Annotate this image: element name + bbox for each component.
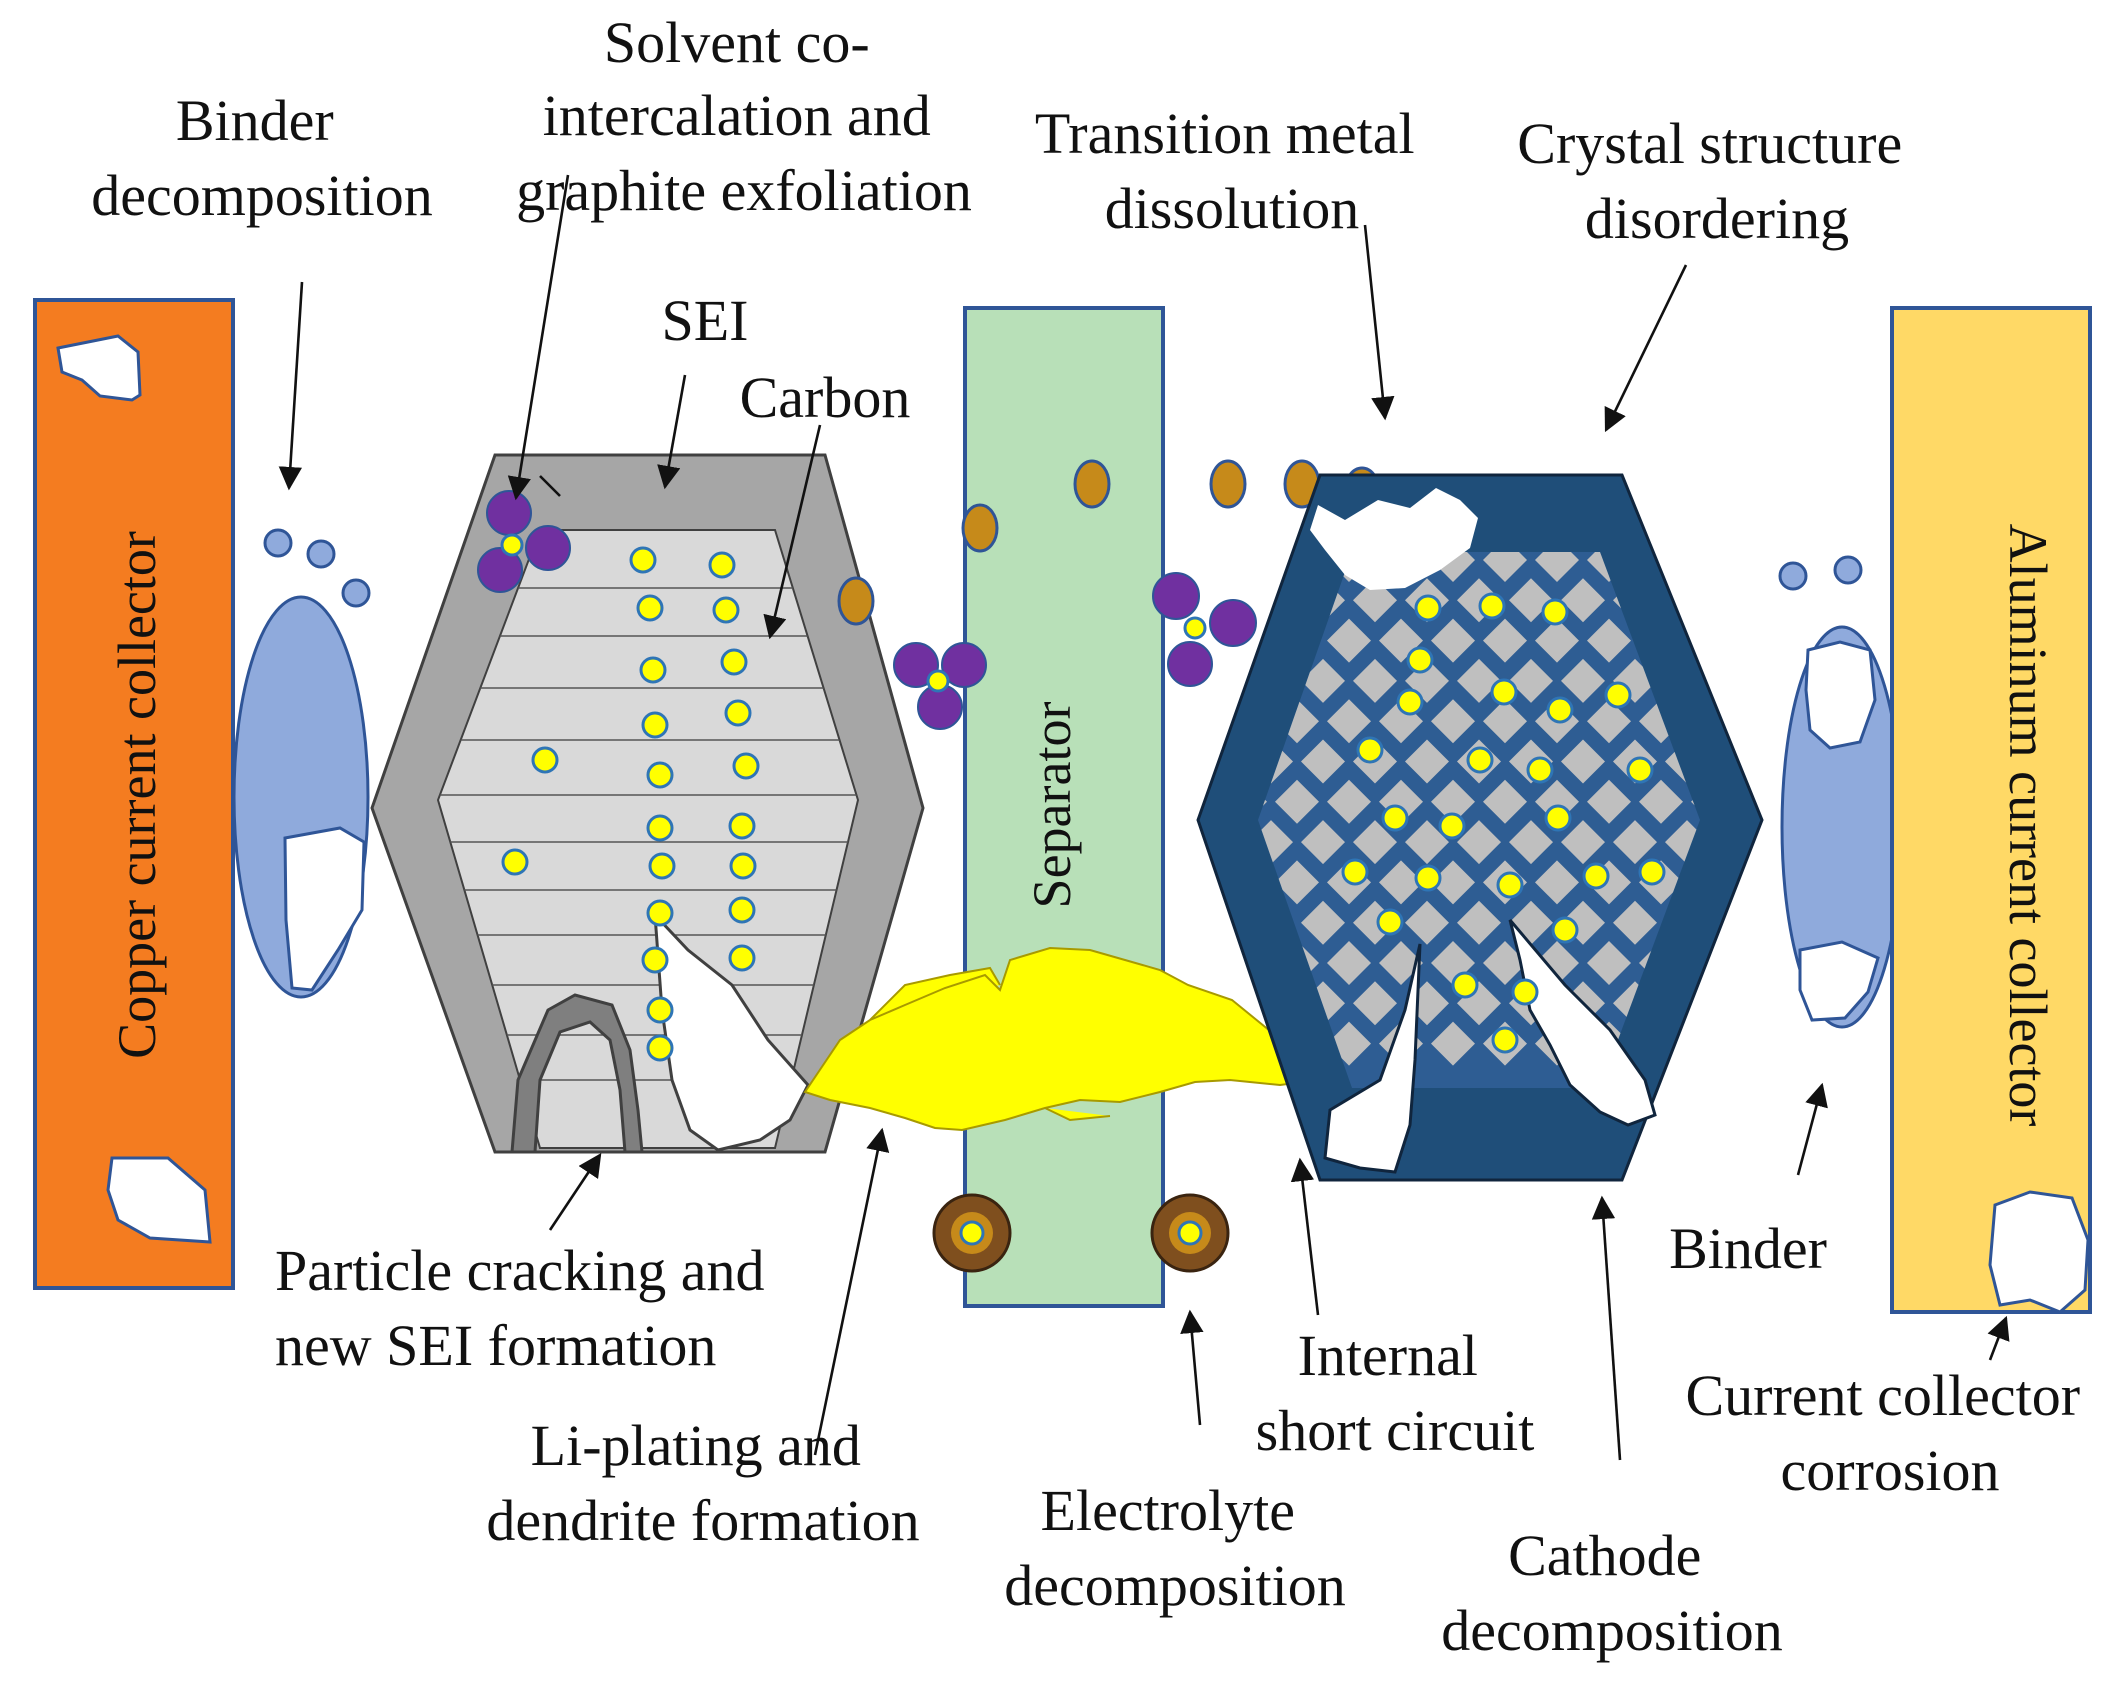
lattice-cell [1353, 820, 1397, 865]
solvent-cluster-right [1152, 572, 1257, 687]
new-sei-crack [510, 993, 644, 1154]
lattice-cell [1457, 820, 1501, 865]
lattice-cell [1483, 552, 1527, 582]
lattice-cell [1431, 1021, 1475, 1066]
label-current-collector-corrosion: Current collector corrosion [1685, 1363, 2094, 1503]
lattice-cell [1717, 578, 1761, 622]
li-dendrite [803, 946, 1324, 1132]
lattice-cell [1405, 900, 1449, 945]
label-electrolyte-decomposition: Electrolyte decomposition [1004, 1478, 1346, 1618]
cathode-particle [1196, 473, 1764, 1182]
label-cathode-decomposition: Cathode decomposition [1441, 1523, 1783, 1663]
label-transition-metal-dissolution: Transition metal dissolution [1035, 101, 1429, 241]
label-li-plating: Li-plating and dendrite formation [486, 1413, 919, 1553]
lattice-cell [1509, 658, 1553, 703]
copper-current-collector: Copper current collector [33, 298, 235, 1290]
lattice-cell [1353, 578, 1397, 623]
lattice-cell [1405, 820, 1449, 865]
lattice-cell [1258, 552, 1267, 582]
lattice-cell [1457, 900, 1501, 945]
aluminum-pit [1988, 1190, 2090, 1314]
separator: Separator [963, 306, 1165, 1308]
copper-pit-2 [106, 1156, 212, 1244]
lattice-cell [1301, 739, 1345, 784]
lattice-cell [1431, 779, 1475, 824]
annotation-arrows [278, 174, 2010, 1461]
lattice-cell [1587, 779, 1631, 824]
lattice-cell [1691, 618, 1700, 663]
lattice-cell [1639, 779, 1683, 824]
lattice-cell [1587, 941, 1631, 985]
separator-label: Separator [1022, 702, 1082, 909]
lattice-cell [1691, 1021, 1700, 1066]
lattice-cell [1457, 658, 1501, 703]
label-crystal-structure-disordering: Crystal structure disordering [1517, 111, 1916, 251]
electrolyte-decomposition-products [932, 1193, 1230, 1273]
lattice-cell [1431, 699, 1475, 744]
lattice-cell [1431, 860, 1475, 905]
lattice-cell [1535, 860, 1579, 905]
label-sei: SEI [662, 288, 749, 353]
lattice-cell [1535, 618, 1579, 663]
label-particle-cracking: Particle cracking and new SEI formation [275, 1238, 779, 1378]
label-carbon: Carbon [740, 365, 911, 430]
lattice-cell [1535, 552, 1579, 582]
label-binder-decomposition: Binder decomposition [91, 88, 433, 228]
lattice-cell [1561, 739, 1605, 784]
lattice-cell [1431, 618, 1475, 663]
aluminum-collector-label: Aluminum current collector [1998, 524, 2058, 1127]
cathode-crack-left [1323, 943, 1422, 1174]
lattice-cell [1483, 699, 1527, 744]
lattice-cell [1275, 779, 1319, 824]
labels: Binder decomposition Solvent co- interca… [91, 10, 2094, 1663]
anode-binder [232, 528, 371, 999]
lattice-cell [1327, 779, 1371, 824]
dissolution-cavity [1310, 488, 1478, 590]
lattice-cell [1327, 941, 1371, 985]
lattice-cell [1561, 578, 1605, 623]
lattice-cell [1275, 860, 1319, 905]
lattice-cell [1405, 739, 1449, 784]
lattice-cell [1483, 618, 1527, 663]
lattice-cell [1327, 618, 1371, 663]
lattice-cell [1353, 981, 1397, 1026]
graphite-layers [438, 587, 858, 1081]
lattice-cell [1301, 658, 1345, 703]
copper-pit-1 [56, 334, 142, 402]
lattice-cell [1587, 618, 1631, 663]
lattice-cell [1483, 779, 1527, 824]
solvent-cluster-left [893, 642, 987, 730]
lattice-cell [1483, 941, 1527, 985]
lattice-cell [1379, 860, 1423, 905]
lattice-cell [1301, 900, 1345, 945]
lattice-cell [1613, 820, 1657, 865]
label-internal-short-circuit: Internal short circuit [1256, 1323, 1535, 1463]
cathode-binder [1778, 555, 1904, 1029]
lattice-cell [1717, 659, 1761, 703]
lattice-cell [1353, 658, 1397, 703]
lattice-cell [1509, 820, 1553, 865]
lattice-cell [1587, 699, 1631, 744]
lattice-cell [1327, 699, 1371, 744]
lattice-cell [1613, 900, 1657, 945]
anode-crack [653, 910, 810, 1152]
label-binder: Binder [1669, 1216, 1827, 1281]
lattice-cell [1561, 658, 1605, 703]
lattice-cell [1561, 820, 1605, 865]
solvent-cluster-anode [477, 490, 571, 593]
lattice-cell [1717, 981, 1761, 1025]
copper-collector-label: Copper current collector [107, 531, 167, 1059]
label-solvent-cointercalation: Solvent co- intercalation and graphite e… [516, 10, 972, 223]
aluminum-current-collector: Aluminum current collector [1890, 306, 2092, 1314]
lattice-cell [1301, 820, 1345, 865]
lattice-cell [1691, 552, 1700, 582]
